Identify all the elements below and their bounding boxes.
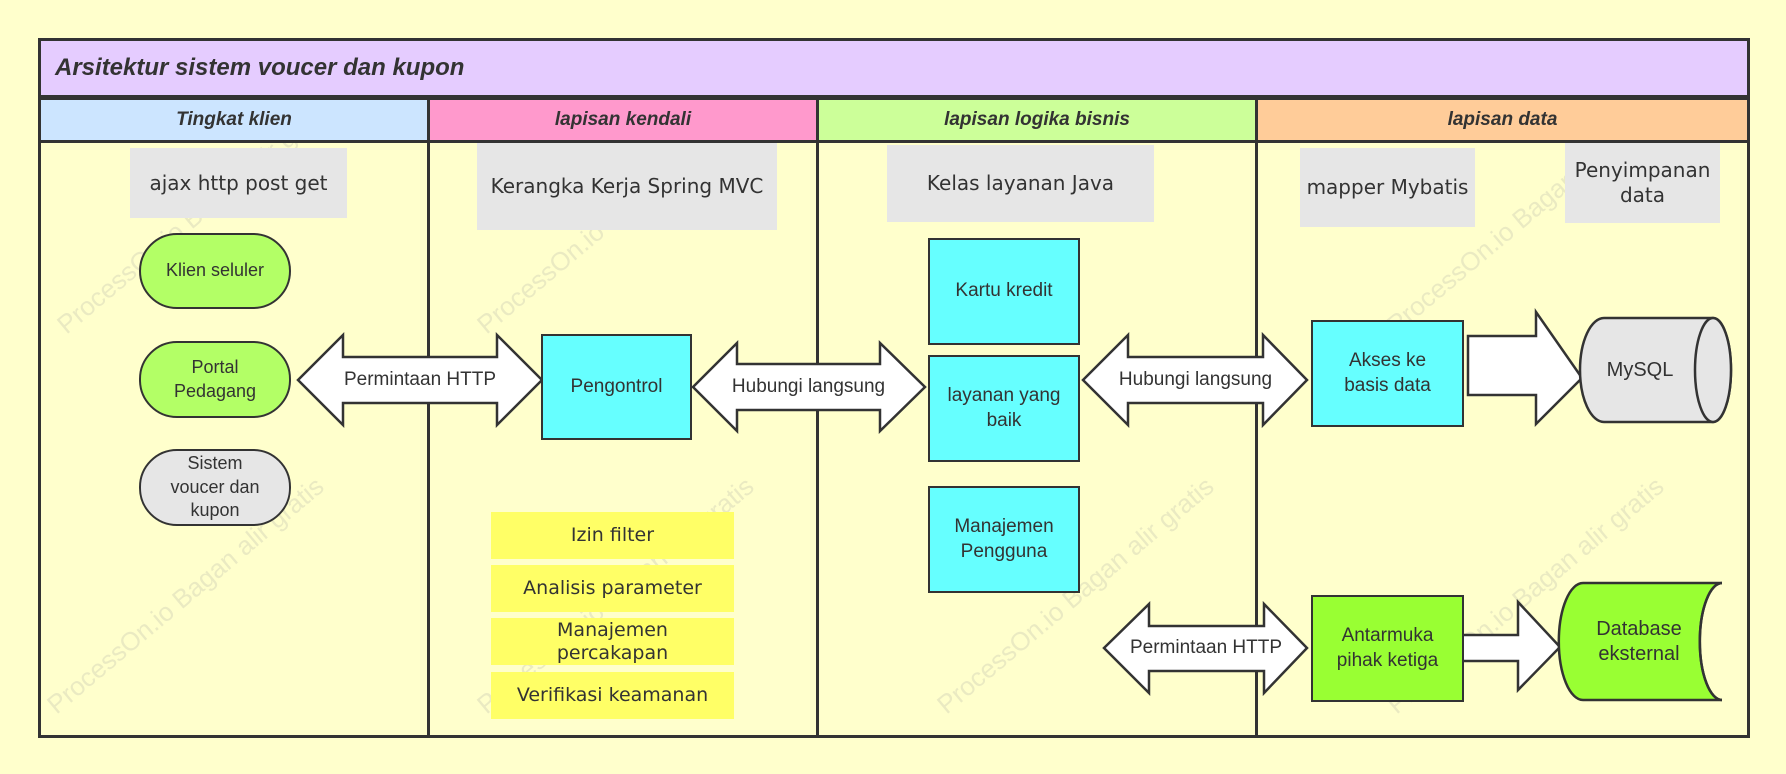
double-arrow-http-2: [1102, 600, 1309, 697]
double-arrow-direct-1: [691, 339, 927, 435]
logic-credit-card: Kartu kredit: [928, 238, 1080, 345]
client-mobile: Klien seluler: [139, 233, 291, 309]
lane-divider: [1255, 97, 1258, 738]
arrow-to-mysql: [1466, 308, 1584, 428]
note-logic: Kelas layanan Java: [887, 145, 1154, 222]
diagram-title: Arsitektur sistem voucer dan kupon: [38, 38, 1750, 98]
logic-user-management: Manajemen Pengguna: [928, 486, 1080, 593]
filter-permission: Izin filter: [491, 512, 734, 559]
lane-header-client: Tingkat klien: [38, 97, 430, 143]
mysql-cylinder: [1578, 316, 1733, 424]
lane-header-logic: lapisan logika bisnis: [816, 97, 1258, 143]
note-client: ajax http post get: [130, 148, 347, 218]
client-voucher-system: Sistem voucer dan kupon: [139, 449, 291, 526]
arrow-label-direct-1: Hubungi langsung: [731, 376, 886, 397]
note-mapper: mapper Mybatis: [1300, 148, 1475, 227]
third-party-interface: Antarmuka pihak ketiga: [1311, 595, 1464, 702]
mysql-label: MySQL: [1606, 358, 1674, 381]
note-control: Kerangka Kerja Spring MVC: [477, 143, 777, 230]
filter-security-verification: Verifikasi keamanan: [491, 672, 734, 719]
lane-header-control: lapisan kendali: [427, 97, 819, 143]
lane-header-data: lapisan data: [1255, 97, 1750, 143]
filter-parameter-parsing: Analisis parameter: [491, 565, 734, 612]
logic-goods-service: layanan yang baik: [928, 355, 1080, 462]
double-arrow-direct-2: [1081, 331, 1309, 429]
note-storage: Penyimpanan data: [1565, 143, 1720, 223]
db-access-box: Akses ke basis data: [1311, 320, 1464, 427]
client-merchant-portal: Portal Pedagang: [139, 341, 291, 418]
arrow-label-http-1: Permintaan HTTP: [343, 369, 497, 390]
filter-session-management: Manajemen percakapan: [491, 618, 734, 665]
lane-divider: [816, 97, 819, 738]
external-db-label: Database eksternal: [1596, 618, 1682, 665]
arrow-label-http-2: Permintaan HTTP: [1129, 637, 1283, 658]
lane-divider: [427, 97, 430, 738]
external-db-cylinder: [1557, 581, 1723, 702]
arrow-label-direct-2: Hubungi langsung: [1118, 369, 1273, 390]
arrow-to-external-db: [1460, 598, 1562, 694]
controller-box: Pengontrol: [541, 334, 692, 440]
